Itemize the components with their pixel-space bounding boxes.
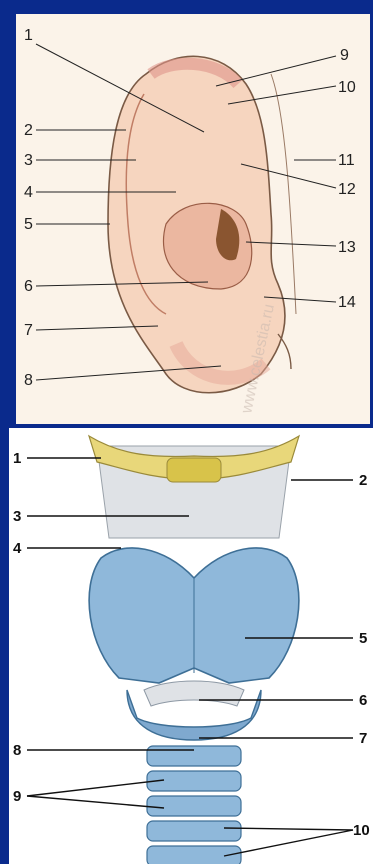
ear-label-6: 6 bbox=[24, 278, 33, 295]
larynx-label-5: 5 bbox=[359, 630, 367, 647]
ear-label-9: 9 bbox=[340, 47, 349, 64]
ear-label-1: 1 bbox=[24, 27, 33, 44]
larynx-label-8: 8 bbox=[13, 742, 21, 759]
larynx-label-1: 1 bbox=[13, 450, 21, 467]
larynx-label-4: 4 bbox=[13, 540, 22, 557]
larynx-label-10: 10 bbox=[353, 822, 370, 839]
ear-label-14: 14 bbox=[338, 294, 356, 311]
larynx-illustration: 1 2 3 4 5 6 7 8 9 10 bbox=[9, 428, 373, 864]
larynx-label-3: 3 bbox=[13, 508, 21, 525]
ear-label-4: 4 bbox=[24, 184, 33, 201]
larynx-label-7: 7 bbox=[359, 730, 367, 747]
ear-label-8: 8 bbox=[24, 372, 33, 389]
trachea-shape bbox=[147, 746, 241, 864]
ear-label-13: 13 bbox=[338, 239, 356, 256]
ear-label-7: 7 bbox=[24, 322, 33, 339]
ear-label-3: 3 bbox=[24, 152, 33, 169]
ear-label-2: 2 bbox=[24, 122, 33, 139]
ear-label-11: 11 bbox=[338, 152, 355, 169]
ear-label-5: 5 bbox=[24, 216, 33, 233]
larynx-diagram-panel: 1 2 3 4 5 6 7 8 9 10 bbox=[9, 428, 373, 864]
larynx-label-2: 2 bbox=[359, 472, 367, 489]
ear-illustration: www.celestia.ru 1 2 3 4 5 6 7 bbox=[16, 14, 370, 424]
ear-diagram-panel: www.celestia.ru 1 2 3 4 5 6 7 bbox=[16, 14, 370, 424]
larynx-label-6: 6 bbox=[359, 692, 367, 709]
larynx-label-9: 9 bbox=[13, 788, 21, 805]
ear-label-10: 10 bbox=[338, 79, 356, 96]
ear-label-12: 12 bbox=[338, 181, 356, 198]
